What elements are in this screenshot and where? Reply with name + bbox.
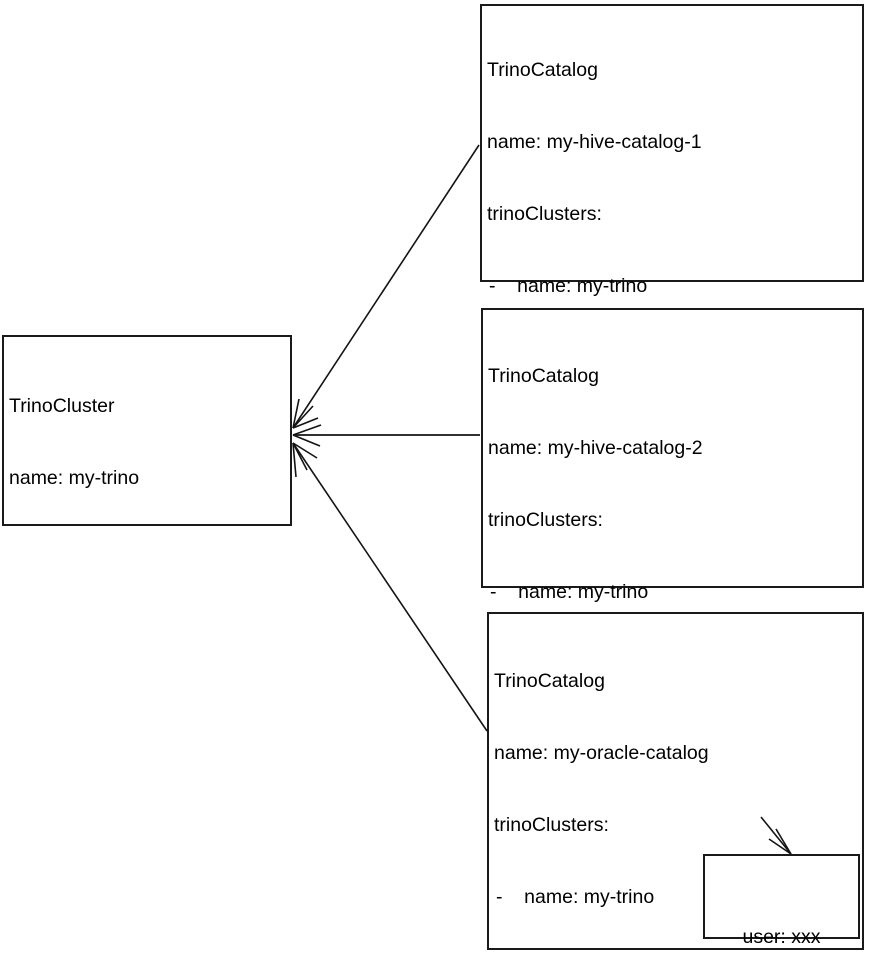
text-line: trinoClusters: (494, 814, 609, 836)
connector-hive-catalog-2 (292, 424, 480, 447)
secret-box-text: user: xxx password: xxx (705, 856, 858, 954)
oracle-credentials-secret-box[interactable]: user: xxx password: xxx (703, 854, 860, 948)
text-line: trinoClusters: (488, 509, 603, 531)
text-line: TrinoCluster (9, 395, 115, 417)
trino-cluster-box[interactable]: TrinoCluster name: my-trino (2, 335, 292, 526)
text-line: - name: my-trino (489, 275, 648, 297)
connector-oracle-catalog (292, 442, 488, 732)
trino-catalog-box-oracle-text: TrinoCatalog name: my-oracle-catalog tri… (494, 621, 839, 954)
trino-cluster-box-text: TrinoCluster name: my-trino (9, 346, 139, 538)
connector-hive-catalog-1 (292, 144, 480, 429)
text-line: name: my-trino (9, 467, 140, 489)
text-line: name: my-oracle-catalog (494, 742, 709, 764)
trino-catalog-box-oracle[interactable]: TrinoCatalog name: my-oracle-catalog tri… (487, 612, 864, 950)
text-line: trinoClusters: (487, 203, 602, 225)
text-line: name: my-hive-catalog-2 (488, 437, 703, 459)
text-line: name: my-hive-catalog-1 (487, 131, 702, 153)
text-line: - name: my-trino (490, 581, 649, 603)
text-line: TrinoCatalog (488, 365, 599, 387)
trino-catalog-box-hive-1[interactable]: TrinoCatalog name: my-hive-catalog-1 tri… (480, 4, 864, 657)
trino-catalog-box-hive-2[interactable]: TrinoCatalog name: my-hive-catalog-2 tri… (481, 308, 864, 891)
text-line: TrinoCatalog (487, 59, 598, 81)
text-line: TrinoCatalog (494, 670, 605, 692)
text-line: user: xxx (742, 926, 821, 948)
text-line: - name: my-trino (496, 886, 655, 908)
